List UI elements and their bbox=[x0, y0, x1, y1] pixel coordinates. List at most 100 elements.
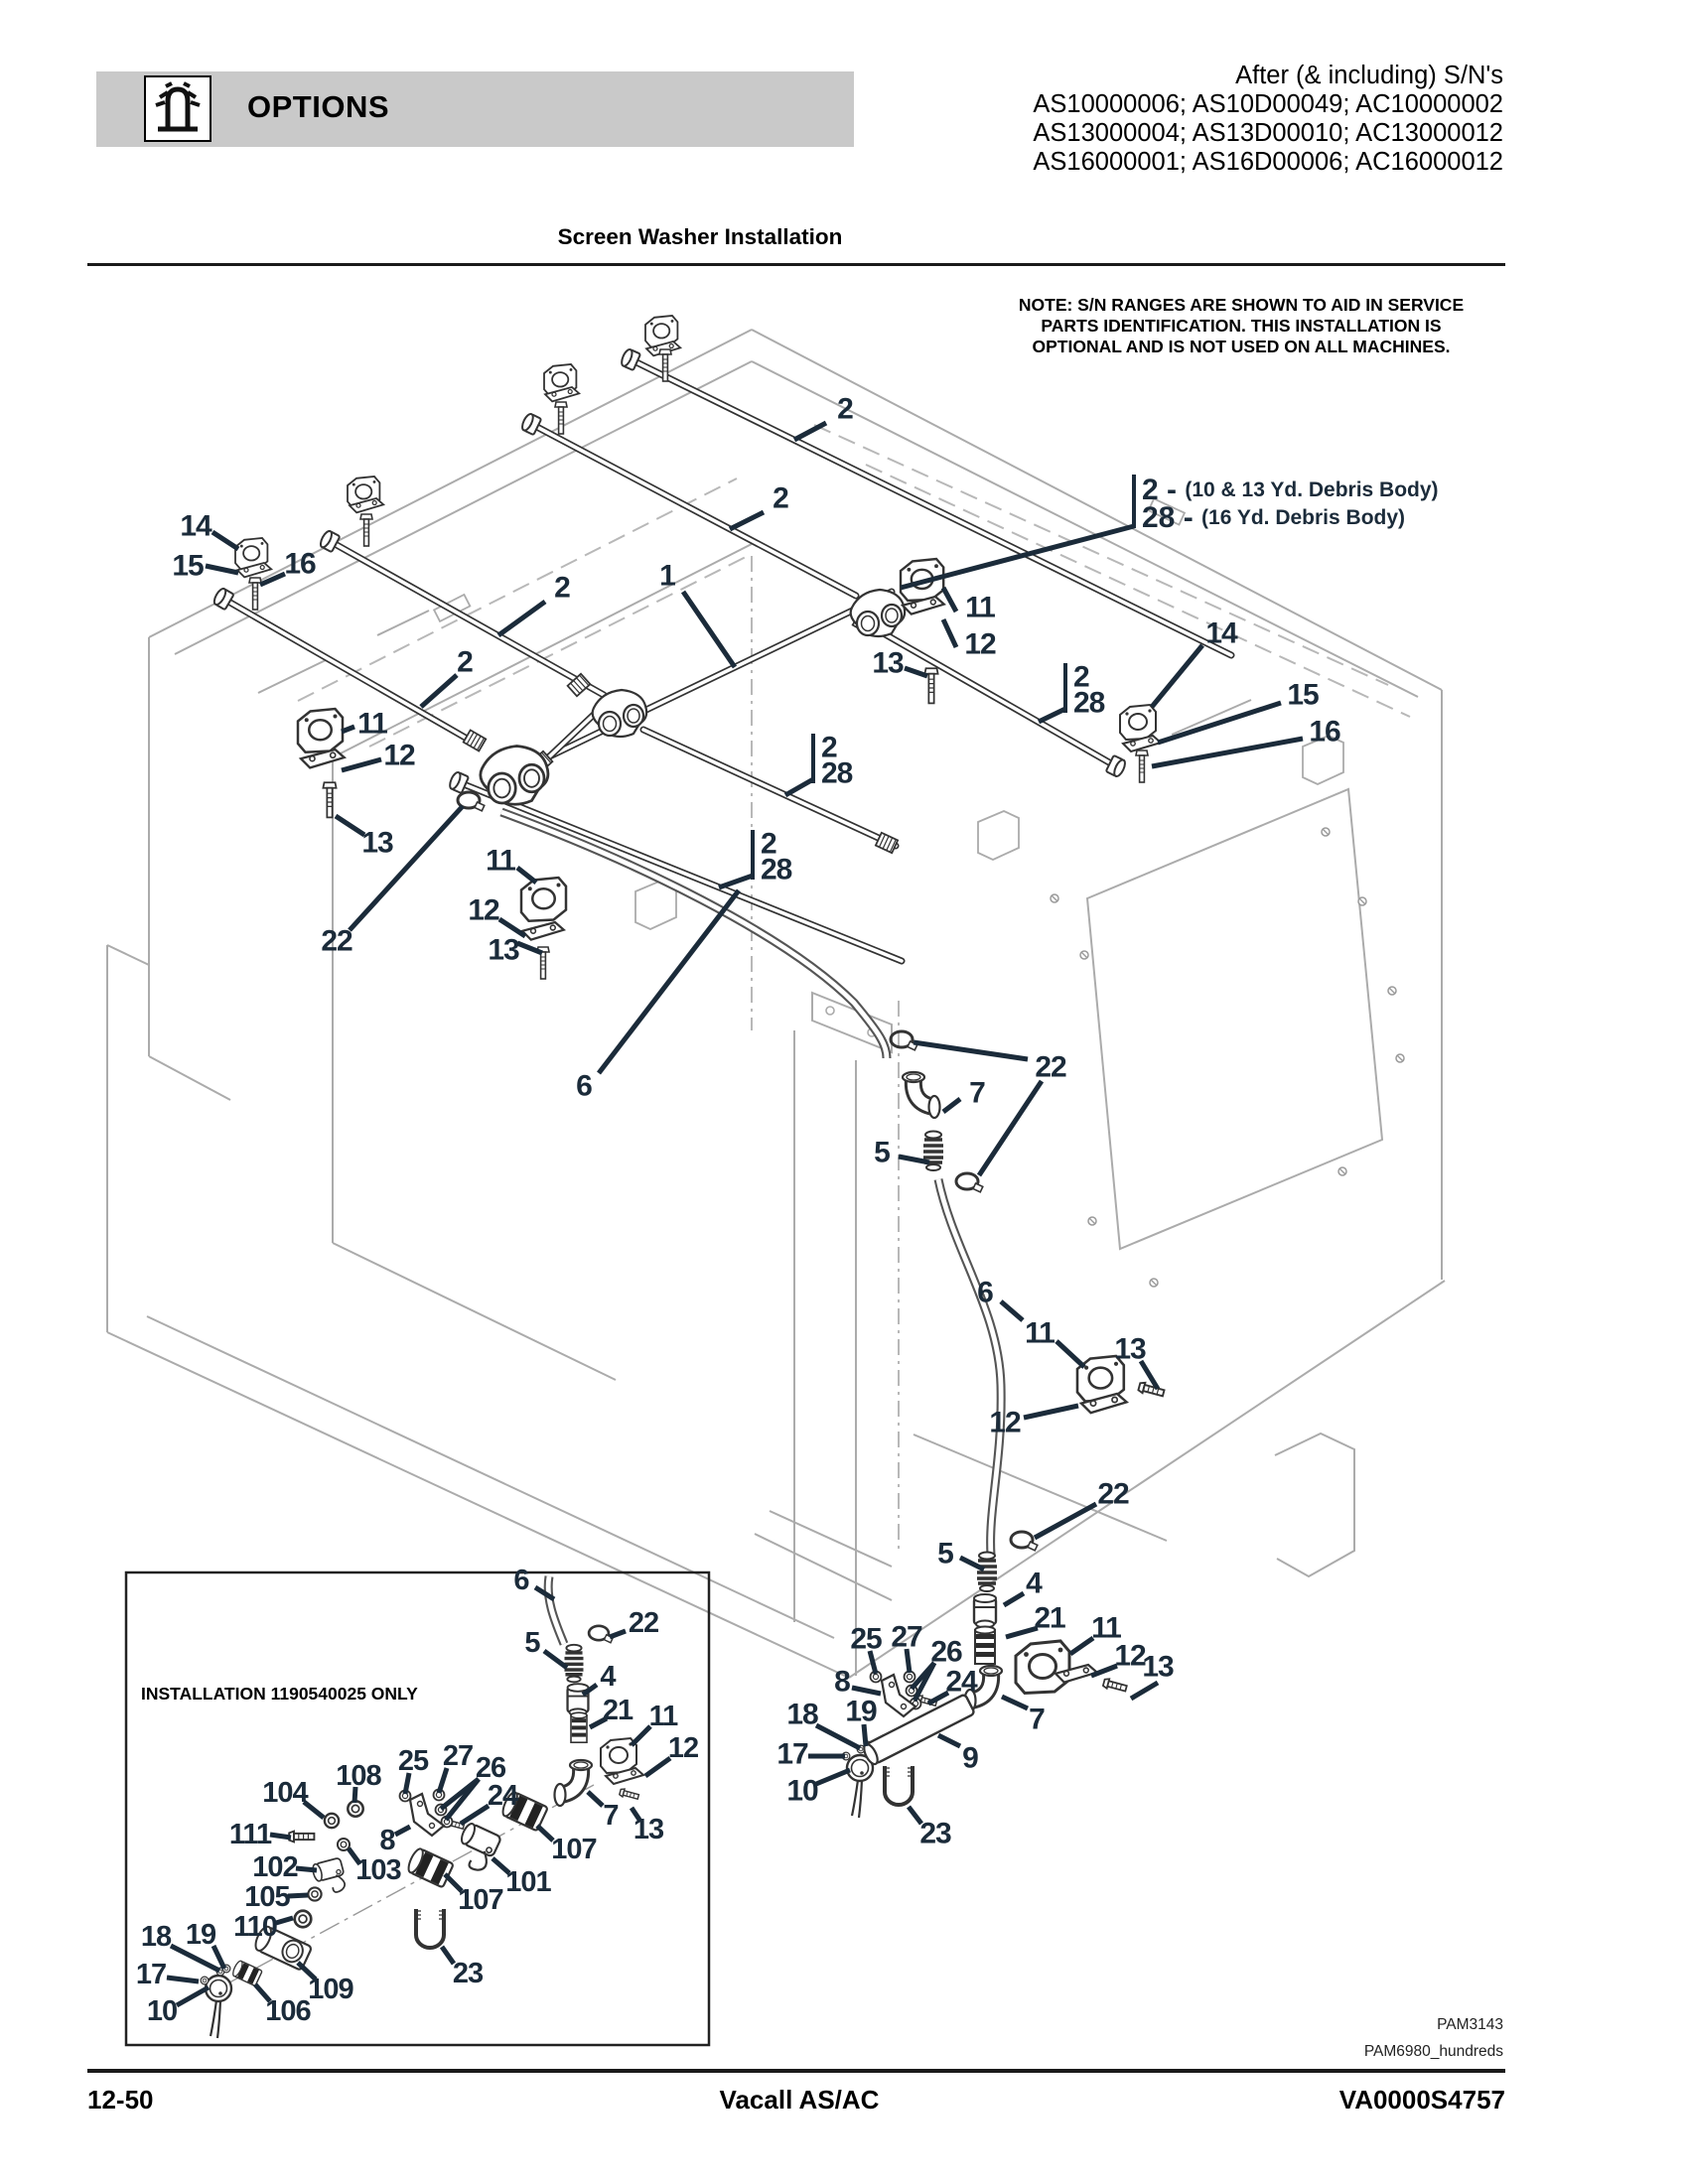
callout-8: 8 bbox=[379, 1825, 395, 1856]
part-nutS bbox=[336, 1837, 352, 1852]
panel-screw-icon bbox=[1087, 1216, 1097, 1226]
leader-line bbox=[867, 1650, 879, 1675]
serial-line: AS10000006; AS10D00049; AC10000002 bbox=[1033, 90, 1503, 118]
leader-line bbox=[302, 1800, 326, 1820]
machine-edge bbox=[751, 360, 1419, 698]
note-line: OPTIONAL AND IS NOT USED ON ALL MACHINES… bbox=[1032, 337, 1451, 356]
leader-line bbox=[926, 1690, 950, 1706]
washer-hose-core bbox=[545, 1575, 567, 1645]
title-divider bbox=[87, 263, 1505, 266]
leader-line bbox=[1151, 736, 1304, 769]
part-plateS bbox=[520, 920, 565, 941]
panel-screw-icon bbox=[1387, 986, 1397, 996]
leader-line bbox=[1150, 643, 1204, 709]
part-nippleV bbox=[974, 1625, 996, 1665]
part-screwS bbox=[288, 1830, 316, 1843]
part-ringC bbox=[889, 1029, 919, 1052]
footer-page-number: 12-50 bbox=[87, 2085, 154, 2115]
callout-15: 15 bbox=[172, 550, 204, 583]
leader-line bbox=[444, 1777, 481, 1822]
callout-26: 26 bbox=[476, 1752, 506, 1784]
machine-edge bbox=[148, 329, 753, 638]
leader-line bbox=[588, 1715, 609, 1730]
callout-2: 2 bbox=[761, 828, 776, 861]
part-boltV bbox=[359, 513, 373, 547]
leader-line bbox=[1157, 700, 1282, 746]
leader-line bbox=[205, 563, 239, 576]
spray-tube-core bbox=[529, 422, 858, 598]
callout-110: 110 bbox=[233, 1911, 277, 1943]
leader-line bbox=[352, 1786, 358, 1804]
spray-tube-core bbox=[880, 630, 1118, 768]
leader-line bbox=[1129, 1680, 1160, 1702]
spray-tube-core bbox=[221, 597, 471, 742]
part-springV bbox=[975, 1550, 999, 1593]
leader-line bbox=[496, 599, 547, 638]
debris-body-reference: 28 - (16 Yd. Debris Body) bbox=[1142, 501, 1405, 534]
part-clampB bbox=[519, 876, 568, 922]
machine-edge bbox=[769, 1510, 893, 1568]
machine-rail-dashed bbox=[297, 478, 738, 702]
callout-27: 27 bbox=[443, 1740, 473, 1772]
leader-line bbox=[439, 1945, 457, 1966]
leader-line bbox=[1055, 1339, 1086, 1369]
callout-28: 28 bbox=[821, 757, 853, 790]
part-ubolt bbox=[883, 1764, 914, 1807]
spray-tubes bbox=[211, 346, 1235, 1646]
callout-19: 19 bbox=[845, 1696, 877, 1728]
machine-edge bbox=[848, 1280, 1446, 1679]
deck-pad bbox=[1147, 497, 1187, 526]
leader-line bbox=[341, 724, 355, 735]
leader-line bbox=[718, 873, 754, 890]
leader-line bbox=[728, 509, 766, 532]
callout-25: 25 bbox=[398, 1745, 429, 1777]
ref-code: PAM6980_hundreds bbox=[1363, 2043, 1503, 2060]
leader-line bbox=[861, 1723, 869, 1747]
machine-edge bbox=[257, 658, 329, 694]
part-springV bbox=[562, 1643, 586, 1685]
serial-line: AS16000001; AS16D00006; AC16000012 bbox=[1033, 148, 1503, 176]
part-nutS bbox=[307, 1886, 323, 1902]
leader-line bbox=[1033, 1501, 1098, 1541]
leader-line bbox=[940, 586, 959, 614]
leader-line bbox=[169, 1943, 221, 1974]
debris-body-reference: 2 - (10 & 13 Yd. Debris Body) bbox=[1142, 474, 1439, 506]
inset-title: INSTALLATION 1190540025 ONLY bbox=[141, 1684, 418, 1704]
part-valveB bbox=[450, 1821, 503, 1876]
leader-line bbox=[341, 756, 382, 773]
callout-7: 7 bbox=[603, 1800, 618, 1832]
tube-end-cap bbox=[447, 769, 471, 795]
callout-2: 2 bbox=[773, 482, 788, 515]
leader-line bbox=[629, 1806, 642, 1822]
panel-screw-icon bbox=[1079, 950, 1089, 960]
callout-22: 22 bbox=[629, 1607, 658, 1639]
leader-line bbox=[597, 888, 741, 1075]
spray-tube-core bbox=[629, 357, 1233, 657]
part-nutS bbox=[347, 1800, 364, 1818]
leader-line bbox=[680, 590, 738, 669]
callout-105: 105 bbox=[244, 1881, 290, 1913]
leader-line bbox=[348, 804, 465, 932]
callout-13: 13 bbox=[361, 827, 393, 860]
leader-line bbox=[166, 1975, 200, 1984]
callout-12: 12 bbox=[989, 1407, 1021, 1439]
part-clampB bbox=[1119, 704, 1157, 741]
part-elbow7 bbox=[555, 1760, 593, 1806]
machine-edge bbox=[754, 1533, 893, 1601]
spray-tube-core bbox=[457, 780, 904, 963]
callout-21: 21 bbox=[603, 1695, 633, 1726]
callout-13: 13 bbox=[488, 934, 519, 967]
callout-leader-lines bbox=[166, 420, 1304, 2008]
part-nutS bbox=[293, 1909, 313, 1929]
footer-document-code: VA0000S4757 bbox=[1338, 2085, 1505, 2115]
ref-code: PAM3143 bbox=[1437, 2016, 1503, 2033]
part-ubolt bbox=[414, 1907, 446, 1950]
part-cyl107 bbox=[230, 1959, 263, 1987]
callout-1: 1 bbox=[659, 560, 675, 593]
leader-line bbox=[419, 673, 459, 709]
callout-13: 13 bbox=[1114, 1333, 1146, 1366]
leader-line bbox=[792, 420, 828, 443]
leader-line bbox=[491, 1856, 511, 1875]
washer-hose-core bbox=[935, 1178, 1004, 1556]
